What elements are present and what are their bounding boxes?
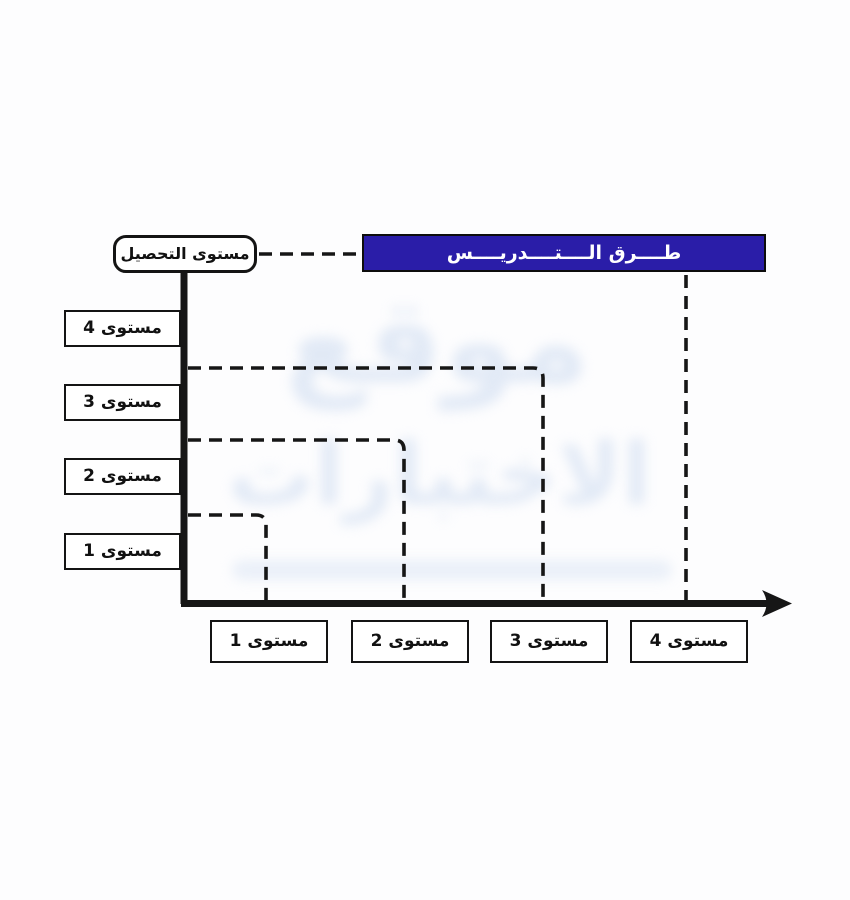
y-level-box-1: مستوى 1 — [64, 533, 181, 570]
x-axis-arrow — [762, 590, 792, 617]
x-axis-title-label: طــــرق الــــتــــدريــــس — [446, 241, 682, 264]
watermark-line3 — [232, 560, 672, 580]
x-level-box-3: مستوى 3 — [490, 620, 608, 663]
x-level-label: مستوى 1 — [229, 631, 309, 651]
x-level-box-2: مستوى 2 — [351, 620, 469, 663]
y-level-label: مستوى 3 — [83, 392, 162, 412]
dashed-step-level2 — [188, 438, 406, 600]
y-level-box-4: مستوى 4 — [64, 310, 181, 347]
x-level-label: مستوى 3 — [509, 631, 589, 651]
y-level-label: مستوى 4 — [83, 318, 162, 338]
x-level-box-1: مستوى 1 — [210, 620, 328, 663]
y-level-label: مستوى 1 — [83, 541, 162, 561]
y-level-box-2: مستوى 2 — [64, 458, 181, 495]
y-level-label: مستوى 2 — [83, 466, 162, 486]
y-axis-title-label: مستوى التحصيل — [120, 244, 250, 263]
dashed-step-level3 — [188, 366, 545, 600]
dashed-step-level1 — [188, 513, 268, 600]
x-level-label: مستوى 2 — [370, 631, 450, 651]
x-axis-title-bar: طــــرق الــــتــــدريــــس — [362, 234, 766, 272]
x-level-label: مستوى 4 — [649, 631, 729, 651]
x-level-box-4: مستوى 4 — [630, 620, 748, 663]
y-level-box-3: مستوى 3 — [64, 384, 181, 421]
y-axis-title-box: مستوى التحصيل — [113, 235, 257, 273]
